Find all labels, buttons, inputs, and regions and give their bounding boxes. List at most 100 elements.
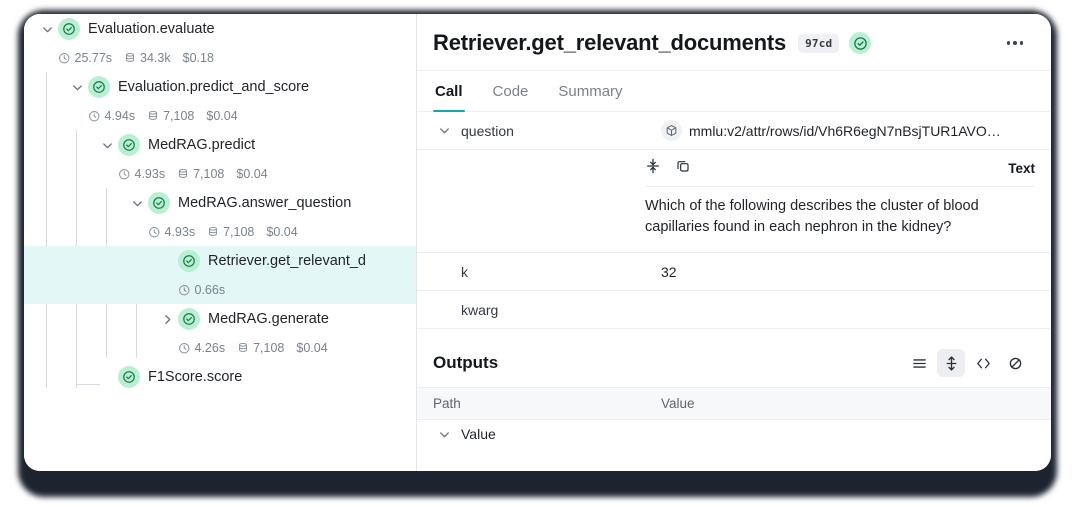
node-status-icon xyxy=(88,76,110,98)
kebab-dot-1 xyxy=(1006,41,1010,45)
trace-node-label: Retriever.get_relevant_d xyxy=(208,253,366,269)
expand-node-button[interactable] xyxy=(156,308,178,330)
metric-tokens: 7,108 xyxy=(237,341,284,355)
metric-duration-value: 4.93s xyxy=(164,225,196,239)
trace-node-metrics: 25.77s 34.3k$0.18 xyxy=(24,44,416,72)
metric-tokens-value: 7,108 xyxy=(163,109,195,123)
check-circle-icon xyxy=(183,255,195,267)
trace-node-label: Evaluation.evaluate xyxy=(88,21,215,37)
check-circle-icon xyxy=(63,23,75,35)
trace-node-row[interactable]: F1Score.score xyxy=(24,362,416,392)
kebab-dot-3 xyxy=(1019,41,1023,45)
metric-cost: $0.04 xyxy=(236,167,267,181)
collapse-vertical-icon[interactable] xyxy=(645,158,661,179)
check-circle-icon xyxy=(183,313,195,325)
trace-node-metrics: 4.93s 7,108 $0.04 xyxy=(24,218,416,246)
metric-tokens: 34.3k xyxy=(124,51,171,65)
node-status-icon xyxy=(118,366,140,388)
clock-icon xyxy=(179,284,190,296)
trace-node-row[interactable]: MedRAG.predict 4.93s 7,108 $0.04 xyxy=(24,130,416,188)
trace-node-row[interactable]: Retriever.get_relevant_d 0.66s xyxy=(24,246,416,304)
collapse-node-button[interactable] xyxy=(96,134,118,156)
code-view-icon[interactable] xyxy=(969,349,997,377)
input-key-label: kwarg xyxy=(461,301,499,318)
metric-tokens: 7,108 xyxy=(207,225,254,239)
metric-cost: $0.18 xyxy=(183,51,214,65)
output-row[interactable]: Value xyxy=(417,420,1051,448)
outputs-col-path: Path xyxy=(433,396,461,412)
metric-cost-value: $0.04 xyxy=(236,167,268,181)
input-key-label: question xyxy=(461,122,514,139)
metric-cost-value: $0.18 xyxy=(182,51,214,65)
outputs-col-value: Value xyxy=(661,396,695,412)
metric-duration-value: 4.26s xyxy=(194,341,226,355)
node-status-icon xyxy=(118,134,140,156)
more-options-button[interactable] xyxy=(1001,35,1030,51)
copy-icon[interactable] xyxy=(675,158,691,179)
trace-node-main[interactable]: MedRAG.generate xyxy=(24,304,416,334)
trace-node-metrics: 4.93s 7,108 $0.04 xyxy=(24,160,416,188)
trace-node-main[interactable]: Evaluation.evaluate xyxy=(24,14,416,44)
trace-node-main[interactable]: F1Score.score xyxy=(24,362,416,392)
trace-node-main[interactable]: Evaluation.predict_and_score xyxy=(24,72,416,102)
tree-elbow-connector xyxy=(76,384,100,385)
check-circle-icon xyxy=(93,81,105,93)
metric-duration: 0.66s xyxy=(178,283,225,297)
trace-node-row[interactable]: MedRAG.answer_question 4.93s 7,108 $0.04 xyxy=(24,188,416,246)
hide-icon[interactable] xyxy=(1001,349,1029,377)
metric-tokens-value: 7,108 xyxy=(253,341,285,355)
chevron-down-icon xyxy=(102,142,112,148)
collapse-node-button[interactable] xyxy=(36,18,58,40)
node-status-icon xyxy=(58,18,80,40)
clock-icon xyxy=(119,168,130,180)
collapse-output-button[interactable] xyxy=(433,423,455,445)
chevron-down-icon xyxy=(132,200,142,206)
chevron-right-icon xyxy=(164,314,170,324)
trace-node-label: MedRAG.predict xyxy=(148,137,256,153)
input-row[interactable]: question mmlu:v2/attr/rows/id/Vh6R6egN7nB… xyxy=(417,112,1051,150)
tab-summary[interactable]: Summary xyxy=(558,83,623,100)
metric-tokens: 7,108 xyxy=(177,167,224,181)
collapse-input-button[interactable] xyxy=(433,120,455,142)
expand-vertical-icon[interactable] xyxy=(937,349,965,378)
clock-icon xyxy=(59,52,70,64)
trace-node-metrics: 0.66s xyxy=(24,276,416,304)
input-value xyxy=(661,291,1035,328)
page-title: Retriever.get_relevant_documents xyxy=(433,30,787,55)
expanded-text-toolbar[interactable]: Text xyxy=(645,150,1035,187)
trace-node-main[interactable]: Retriever.get_relevant_d xyxy=(24,246,416,276)
tab-code[interactable]: Code xyxy=(492,83,529,100)
trace-node-row[interactable]: MedRAG.generate 4.26s 7,108 $0.04 xyxy=(24,304,416,362)
database-icon xyxy=(179,168,188,178)
chevron-down-icon xyxy=(72,84,82,90)
object-ref-icon xyxy=(661,120,682,141)
input-key: question xyxy=(433,112,661,149)
trace-node-label: F1Score.score xyxy=(148,369,243,385)
input-row[interactable]: kwarg xyxy=(417,291,1051,330)
input-value-ref[interactable]: mmlu:v2/attr/rows/id/Vh6R6egN7nBsjTUR1AV… xyxy=(689,122,1001,139)
detail-header: Retriever.get_relevant_documents 97cd xyxy=(417,14,1051,71)
check-circle-icon xyxy=(854,36,867,50)
trace-node-main[interactable]: MedRAG.predict xyxy=(24,130,416,160)
metric-cost-value: $0.04 xyxy=(266,225,298,239)
outputs-view-toggle[interactable] xyxy=(905,349,1029,378)
clock-icon xyxy=(179,342,190,354)
node-status-icon xyxy=(148,192,170,214)
collapse-node-button[interactable] xyxy=(126,192,148,214)
detail-tabs[interactable]: Call Code Summary xyxy=(417,71,1051,112)
tab-call[interactable]: Call xyxy=(433,71,465,112)
chevron-down-icon xyxy=(439,431,449,437)
check-circle-icon xyxy=(153,197,165,209)
list-view-icon[interactable] xyxy=(905,349,933,377)
metric-cost: $0.04 xyxy=(296,341,327,355)
collapse-node-button[interactable] xyxy=(66,76,88,98)
trace-node-main[interactable]: MedRAG.answer_question xyxy=(24,188,416,218)
trace-hash-badge[interactable]: 97cd xyxy=(798,33,840,53)
call-detail-panel: Retriever.get_relevant_documents 97cd Ca… xyxy=(417,14,1051,471)
metric-duration-value: 4.93s xyxy=(134,167,166,181)
